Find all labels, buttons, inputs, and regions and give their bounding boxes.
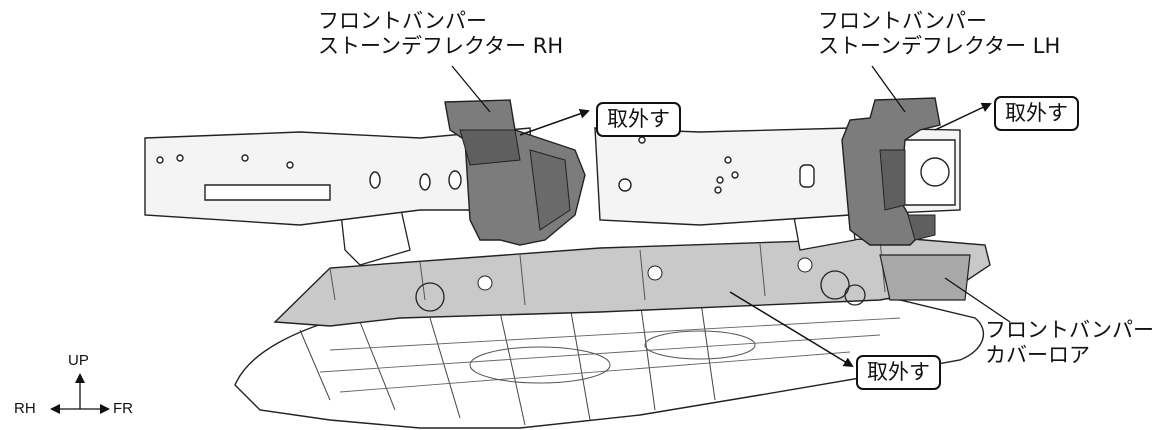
label-line: ストーンデフレクター RH <box>318 34 564 58</box>
remove-lh-box: 取外す <box>994 96 1079 131</box>
orientation-rh-label: RH <box>14 400 36 417</box>
removal-arrows <box>519 102 992 368</box>
label-cover-lower: フロントバンパー カバーロア <box>985 318 1154 368</box>
stone-deflector-rh-part <box>444 99 586 246</box>
orientation-fr-label: FR <box>113 400 133 417</box>
label-line: ストーンデフレクター LH <box>818 34 1061 58</box>
label-line: カバーロア <box>985 343 1090 367</box>
orientation-up-label: UP <box>68 352 89 369</box>
orientation-arrows <box>50 373 110 414</box>
label-line: フロントバンパー <box>818 9 988 33</box>
cover-rail-part <box>273 237 991 327</box>
remove-cover-box: 取外す <box>856 355 941 390</box>
remove-rh-box: 取外す <box>596 102 681 137</box>
cover-lower-part <box>234 284 985 429</box>
label-stone-deflector-rh: フロントバンパー ストーンデフレクター RH <box>318 9 563 59</box>
label-line: フロントバンパー <box>318 9 488 33</box>
leader-lines <box>451 65 1011 323</box>
stone-deflector-lh-part <box>841 97 941 246</box>
label-line: フロントバンパー <box>985 318 1155 342</box>
label-stone-deflector-lh: フロントバンパー ストーンデフレクター LH <box>818 9 1060 59</box>
